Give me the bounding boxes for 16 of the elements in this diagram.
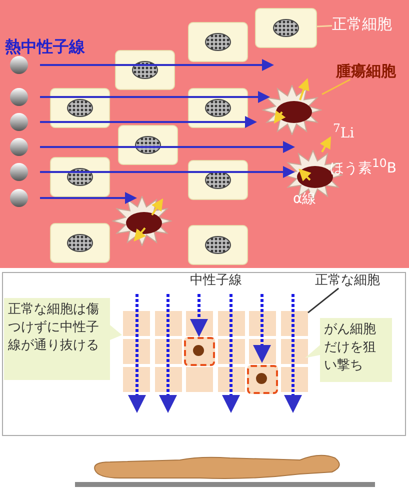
particle-label: α線 — [293, 192, 316, 208]
tissue-cell — [281, 311, 308, 336]
leader-line — [308, 288, 340, 314]
leader-line — [316, 24, 332, 28]
beam-label: 熱中性子線 — [5, 38, 85, 56]
leader-line — [322, 78, 351, 95]
callout-box: 正常な細胞は傷つけずに中性子線が通り抜ける — [4, 298, 110, 380]
tumor-cell — [262, 85, 322, 135]
particle-label: $^{7}$Li — [333, 122, 354, 142]
beam-label: 中性子線 — [190, 274, 242, 288]
cell-label: 正常細胞 — [332, 16, 392, 32]
cell-label: 腫瘍細胞 — [336, 63, 396, 80]
particle-label: ほう素$^{10}$B — [330, 157, 396, 178]
callout-box: がん細胞だけを狙い撃ち — [320, 318, 392, 382]
normal-cell — [255, 8, 317, 48]
cell-label: 正常な細胞 — [315, 274, 380, 288]
